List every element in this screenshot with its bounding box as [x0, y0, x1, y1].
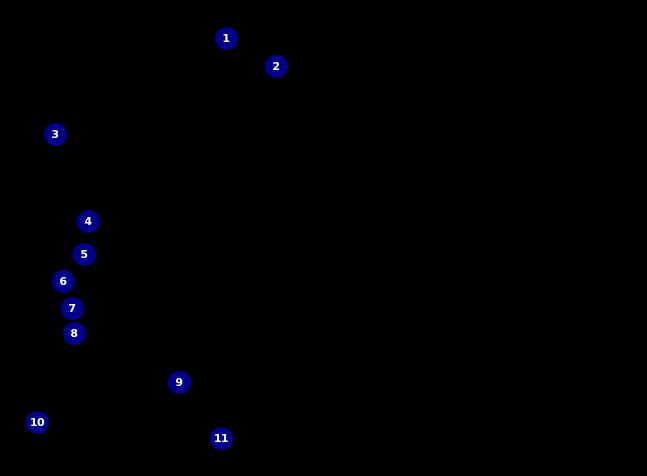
- marker-3[interactable]: 3: [43, 122, 67, 146]
- marker-number: 1: [222, 31, 230, 45]
- marker-number: 11: [213, 431, 229, 445]
- marker-9[interactable]: 9: [167, 370, 191, 394]
- marker-11[interactable]: 11: [209, 426, 233, 450]
- marker-2[interactable]: 2: [264, 54, 288, 78]
- marker-number: 3: [51, 127, 59, 141]
- marker-6[interactable]: 6: [51, 269, 75, 293]
- marker-number: 9: [175, 375, 183, 389]
- marker-number: 4: [84, 214, 92, 228]
- marker-7[interactable]: 7: [60, 296, 84, 320]
- marker-8[interactable]: 8: [62, 321, 86, 345]
- marker-number: 6: [59, 274, 67, 288]
- marker-1[interactable]: 1: [214, 26, 238, 50]
- marker-number: 7: [68, 301, 76, 315]
- marker-10[interactable]: 10: [25, 410, 49, 434]
- marker-number: 8: [70, 326, 78, 340]
- marker-5[interactable]: 5: [72, 242, 96, 266]
- marker-number: 10: [29, 415, 45, 429]
- marker-number: 5: [80, 247, 88, 261]
- marker-number: 2: [272, 59, 280, 73]
- marker-4[interactable]: 4: [76, 209, 100, 233]
